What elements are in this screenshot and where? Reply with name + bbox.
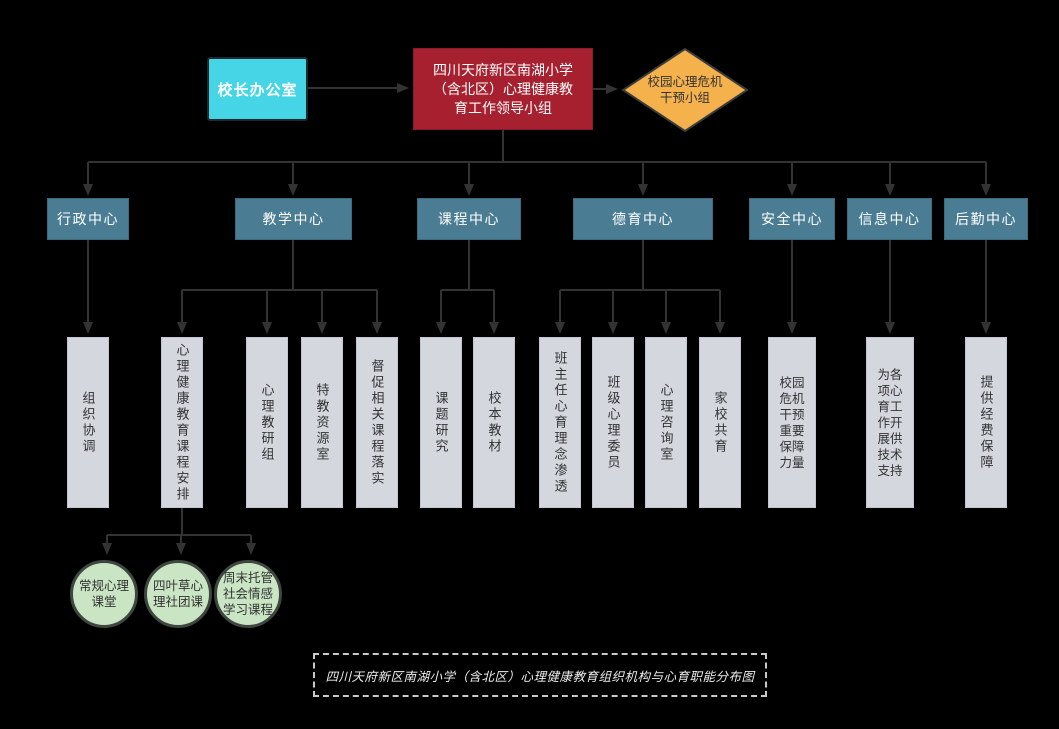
function-node-class-psychology-committee: 班级心理委员 <box>592 337 634 508</box>
diamond-shape <box>621 47 749 133</box>
function-label: 心理咨询室 <box>658 382 674 463</box>
function-node-counseling-room: 心理咨询室 <box>645 337 687 508</box>
principal-office-label: 校长办公室 <box>217 81 298 99</box>
center-label: 行政中心 <box>57 211 119 227</box>
function-node-organization-coordination: 组织协调 <box>67 337 109 508</box>
center-node-logistics: 后勤中心 <box>944 198 1028 240</box>
function-node-school-based-textbooks: 校本教材 <box>473 337 515 508</box>
course-label: 周末托管社会情感学习课程 <box>222 571 273 617</box>
center-label: 教学中心 <box>262 211 325 227</box>
diagram-caption-text: 四川天府新区南湖小学（含北区）心理健康教育组织机构与心育职能分布图 <box>325 669 755 684</box>
function-node-mental-health-course-arrangement: 心理健康教育课程安排 <box>161 337 203 508</box>
crisis-team-label: 校园心理危机干预小组 <box>647 75 723 105</box>
course-label: 四叶草心理社团课 <box>152 579 203 609</box>
center-label: 德育中心 <box>612 211 674 227</box>
function-node-supervise-course-implementation: 督促相关课程落实 <box>356 337 398 508</box>
center-node-safety: 安全中心 <box>749 198 835 240</box>
leading-group-label: 四川天府新区南湖小学（含北区）心理健康教育工作领导小组 <box>433 61 573 116</box>
function-label: 校园危机干预重要保障力量 <box>779 375 805 470</box>
function-label: 督促相关课程落实 <box>369 358 385 487</box>
principal-office-node: 校长办公室 <box>207 57 308 121</box>
center-node-information: 信息中心 <box>847 198 932 240</box>
function-label: 心理健康教育课程安排 <box>174 342 190 503</box>
function-label: 为各项心育工作开展供技术支持 <box>877 367 903 478</box>
center-label: 信息中心 <box>858 211 921 227</box>
function-node-campus-crisis-support-force: 校园危机干预重要保障力量 <box>768 337 816 508</box>
function-node-technical-support: 为各项心育工作开展供技术支持 <box>866 337 914 508</box>
center-node-teaching: 教学中心 <box>235 198 352 240</box>
function-label: 班级心理委员 <box>605 374 621 471</box>
function-label: 组织协调 <box>80 390 96 455</box>
function-label: 课题研究 <box>433 390 449 455</box>
crisis-team-node: 校园心理危机干预小组 <box>620 46 750 134</box>
function-node-funding-guarantee: 提供经费保障 <box>965 337 1007 508</box>
function-label: 特教资源室 <box>314 382 330 463</box>
course-circle-regular-psychology-class: 常规心理课堂 <box>70 560 138 628</box>
center-node-moral-education: 德育中心 <box>573 198 713 240</box>
function-label: 心理教研组 <box>259 382 275 463</box>
function-label: 校本教材 <box>486 390 502 455</box>
leading-group-node: 四川天府新区南湖小学（含北区）心理健康教育工作领导小组 <box>413 48 593 130</box>
function-label: 家校共育 <box>712 390 728 455</box>
function-label: 班主任心育理念渗透 <box>552 350 568 495</box>
center-label: 课程中心 <box>438 211 500 227</box>
course-circle-clover-psychology-club: 四叶草心理社团课 <box>144 560 212 628</box>
center-node-admin: 行政中心 <box>47 198 129 240</box>
course-label: 常规心理课堂 <box>78 579 129 609</box>
function-node-home-school-co-education: 家校共育 <box>699 337 741 508</box>
function-node-head-teacher-concept-infiltration: 班主任心育理念渗透 <box>539 337 581 508</box>
diagram-caption: 四川天府新区南湖小学（含北区）心理健康教育组织机构与心育职能分布图 <box>313 653 767 697</box>
center-label: 安全中心 <box>761 211 823 227</box>
function-node-special-education-resource-room: 特教资源室 <box>301 337 343 508</box>
course-circle-weekend-sel-course: 周末托管社会情感学习课程 <box>214 560 282 628</box>
center-node-curriculum: 课程中心 <box>417 198 521 240</box>
function-label: 提供经费保障 <box>978 374 994 471</box>
center-label: 后勤中心 <box>955 211 1017 227</box>
function-node-topic-research: 课题研究 <box>420 337 462 508</box>
function-node-psychology-teaching-research-group: 心理教研组 <box>246 337 288 508</box>
